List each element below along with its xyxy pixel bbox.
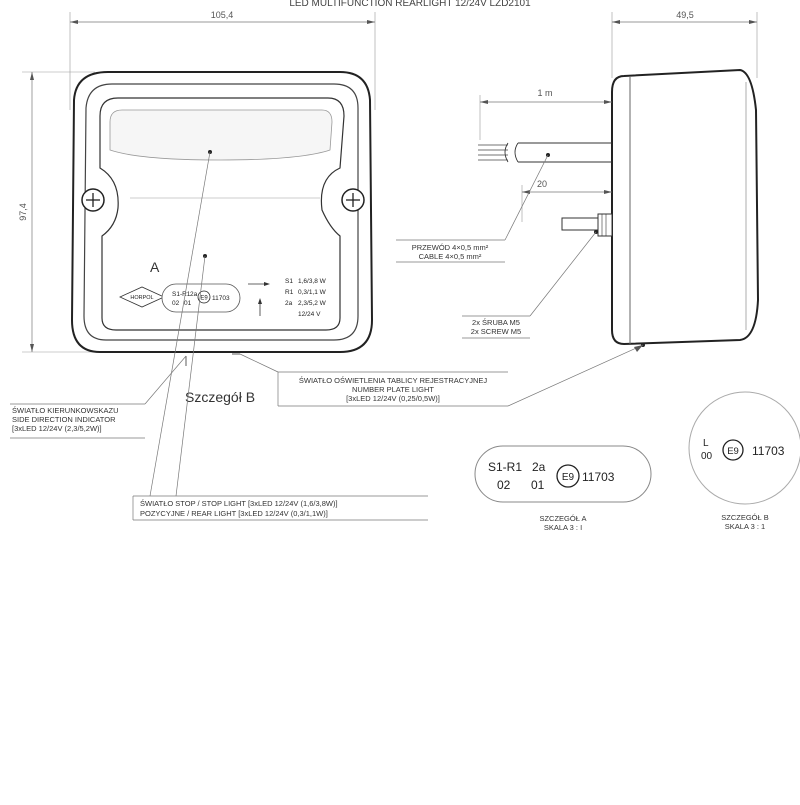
dim-bolt-offset: 20 [537,179,547,189]
svg-text:SKALA 3 : 1: SKALA 3 : 1 [725,522,765,531]
detail-b-reference: Szczegół B [185,389,255,405]
drawing-title: LED MULTIFUNCTION REARLIGHT 12/24V LZD21… [289,0,531,9]
callout-screw: 2x ŚRUBA M5 2x SCREW M5 [462,231,597,339]
svg-text:02: 02 [497,478,511,492]
svg-text:11703: 11703 [212,295,230,302]
right-screw-icon [341,188,365,212]
svg-text:ŚWIATŁO KIERUNKOWSKAZU: ŚWIATŁO KIERUNKOWSKAZU [12,406,119,415]
brand-logo: HORPOL [119,286,165,308]
svg-text:[3xLED 12/24V (0,25/0,5W)]: [3xLED 12/24V (0,25/0,5W)] [346,394,440,403]
svg-text:S1: S1 [285,278,293,285]
callout-plate-light: ŚWIATŁO OŚWIETLENIA TABLICY REJESTRACYJN… [239,344,644,407]
left-screw-icon [81,188,105,212]
svg-text:NUMBER PLATE LIGHT: NUMBER PLATE LIGHT [352,385,434,394]
svg-text:[3xLED 12/24V (2,3/5,2W)]: [3xLED 12/24V (2,3/5,2W)] [12,424,102,433]
svg-text:R1: R1 [285,289,294,296]
svg-text:01: 01 [531,478,545,492]
detail-b: L 00 E9 11703 SZCZEGÓŁ B SKALA 3 : 1 [688,391,800,531]
svg-text:SZCZEGÓŁ A: SZCZEGÓŁ A [539,514,586,523]
svg-text:00: 00 [701,451,713,462]
dim-height: 97,4 [18,203,28,221]
detail-a: S1-R1 2a 02 01 E9 11703 SZCZEGÓŁ A SKALA… [474,445,652,532]
svg-text:2,3/5,2 W: 2,3/5,2 W [298,300,327,307]
front-view: 105,4 97,4 A [18,10,376,366]
svg-text:S1-R1: S1-R1 [488,460,522,474]
dim-width: 105,4 [211,10,234,20]
svg-text:HORPOL: HORPOL [130,295,153,301]
detail-a-marker: A [150,259,160,275]
svg-text:2x ŚRUBA M5: 2x ŚRUBA M5 [472,318,520,327]
svg-text:S1-R1: S1-R1 [172,291,191,298]
dim-depth: 49,5 [676,10,694,20]
svg-text:ŚWIATŁO OŚWIETLENIA TABLICY RE: ŚWIATŁO OŚWIETLENIA TABLICY REJESTRACYJN… [299,376,487,385]
svg-text:POZYCYJNE / REAR LIGHT [3xLED: POZYCYJNE / REAR LIGHT [3xLED 12/24V (0,… [140,509,328,518]
callout-cable: PRZEWÓD 4×0,5 mm² CABLE 4×0,5 mm² [396,154,549,263]
svg-text:E9: E9 [200,296,208,302]
svg-text:0,3/1,1 W: 0,3/1,1 W [298,289,327,296]
svg-text:CABLE 4×0,5 mm²: CABLE 4×0,5 mm² [419,252,482,261]
svg-text:01: 01 [184,300,192,307]
svg-text:2a: 2a [285,300,293,307]
svg-text:ŚWIATŁO STOP / STOP LIGHT [3xL: ŚWIATŁO STOP / STOP LIGHT [3xLED 12/24V … [140,499,338,508]
svg-text:E9: E9 [727,446,739,457]
svg-text:SKALA 3 : I: SKALA 3 : I [544,523,582,532]
svg-text:2a: 2a [190,291,198,298]
callout-stop-rear: ŚWIATŁO STOP / STOP LIGHT [3xLED 12/24V … [132,151,428,521]
svg-text:02: 02 [172,300,180,307]
spec-block: S1 1,6/3,8 W R1 0,3/1,1 W 2a 2,3/5,2 W 1… [285,278,327,318]
side-view: 49,5 1 m 20 [478,10,760,347]
svg-text:2x SCREW M5: 2x SCREW M5 [471,327,521,336]
callout-indicator: ŚWIATŁO KIERUNKOWSKAZU SIDE DIRECTION IN… [10,355,187,439]
svg-text:2a: 2a [532,460,546,474]
svg-text:L: L [703,438,709,449]
svg-text:12/24 V: 12/24 V [298,311,321,318]
svg-text:1,6/3,8 W: 1,6/3,8 W [298,278,327,285]
svg-text:SIDE DIRECTION INDICATOR: SIDE DIRECTION INDICATOR [12,415,116,424]
svg-text:11703: 11703 [752,444,785,458]
dim-cable-length: 1 m [537,88,552,98]
svg-text:SZCZEGÓŁ B: SZCZEGÓŁ B [721,513,769,522]
svg-text:PRZEWÓD 4×0,5 mm²: PRZEWÓD 4×0,5 mm² [412,243,489,252]
approval-plate: S1-R1 2a 02 01 E9 11703 [161,283,241,313]
svg-text:E9: E9 [562,472,575,483]
svg-text:11703: 11703 [582,470,615,484]
